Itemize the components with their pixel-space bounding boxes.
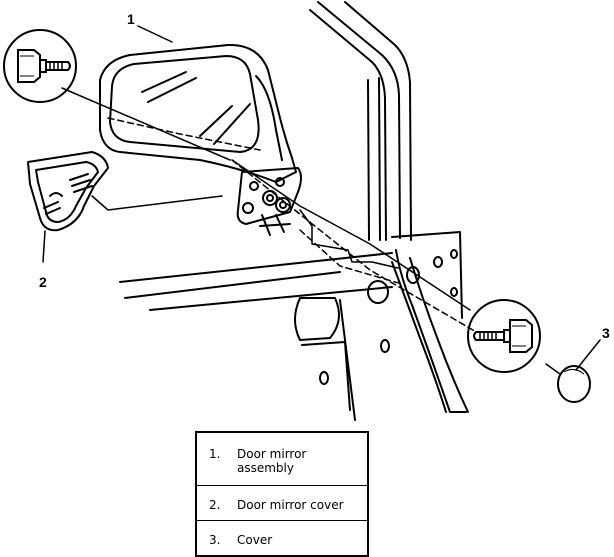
legend-number: 3. bbox=[209, 532, 221, 547]
bolt-icon bbox=[17, 49, 71, 83]
bolt-icon bbox=[473, 319, 533, 353]
parts-legend: 1. Door mirror assembly 2. Door mirror c… bbox=[195, 431, 369, 557]
cover-cap bbox=[557, 365, 591, 403]
door-mirror-assembly bbox=[99, 43, 297, 183]
legend-number: 2. bbox=[209, 497, 221, 512]
legend-number: 1. bbox=[209, 446, 221, 461]
door-mirror-cover bbox=[27, 151, 109, 232]
callout-2: 2 bbox=[39, 274, 47, 290]
legend-text: Door mirror cover bbox=[237, 497, 344, 512]
legend-row: 2. Door mirror cover bbox=[195, 485, 369, 521]
legend-text: Door mirror assembly bbox=[237, 446, 307, 475]
callout-3: 3 bbox=[602, 325, 610, 341]
legend-row: 3. Cover bbox=[195, 520, 369, 557]
door-frame bbox=[309, 1, 469, 413]
bolt-callout-right bbox=[467, 299, 541, 373]
door-inner-panel bbox=[119, 231, 463, 421]
legend-text: Cover bbox=[237, 532, 273, 547]
assembly-lines bbox=[42, 25, 601, 375]
legend-row: 1. Door mirror assembly bbox=[195, 431, 369, 486]
mirror-mount-base bbox=[236, 167, 302, 236]
callout-1: 1 bbox=[127, 11, 135, 27]
bolt-callout-left bbox=[3, 29, 77, 103]
